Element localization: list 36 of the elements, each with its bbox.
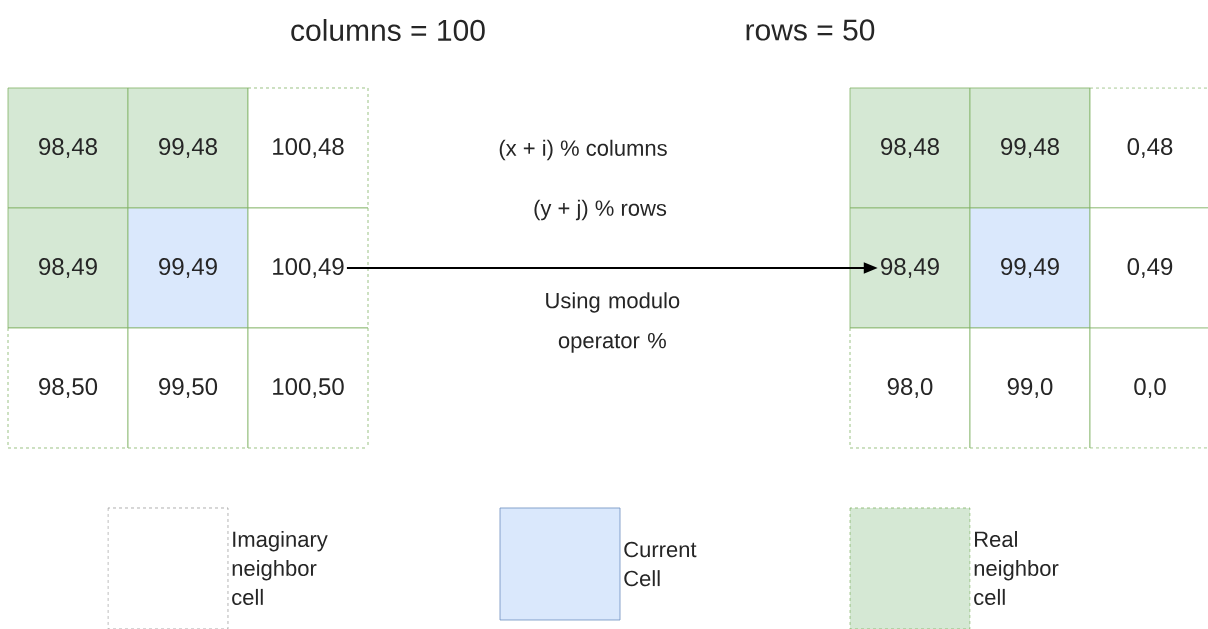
table-cell: 100,48 xyxy=(247,87,369,209)
formula-text: (y + j) % rows xyxy=(534,199,667,221)
formula-text: (x + i) % columns xyxy=(499,139,667,161)
heading: rows = 50 xyxy=(746,19,875,41)
table-cell: 99,48 xyxy=(969,87,1091,209)
node-label: 100,49 xyxy=(273,258,344,278)
heading: columns = 100 xyxy=(291,19,485,41)
node-label: 0,48 xyxy=(1127,138,1173,158)
table-cell: 100,50 xyxy=(247,327,369,449)
table-cell: 98,48 xyxy=(7,87,129,209)
table-cell: 0,49 xyxy=(1089,207,1208,329)
node-label: 98,50 xyxy=(39,378,98,398)
table-cell: 98,49 xyxy=(7,207,129,329)
table-cell: 0,0 xyxy=(1089,327,1208,449)
table-cell: 98,49 xyxy=(849,207,971,329)
table-cell: 0,48 xyxy=(1089,87,1208,209)
node-label: 99,0 xyxy=(1007,378,1053,398)
node-label: 100,48 xyxy=(273,138,344,158)
table-cell: 98,48 xyxy=(849,87,971,209)
table-cell: 99,0 xyxy=(969,327,1091,449)
table-cell: 100,49 xyxy=(247,207,369,329)
table-cell: 99,48 xyxy=(127,87,249,209)
node-label: 98,48 xyxy=(39,138,97,158)
legend-label: Real neighbor cell xyxy=(974,530,1059,606)
table-cell: 99,49 xyxy=(127,207,249,329)
node-label: 99,50 xyxy=(159,378,218,398)
legend-label: Imaginary neighbor cell xyxy=(232,530,328,606)
node-label: 98,0 xyxy=(887,378,933,398)
table-cell: 99,49 xyxy=(969,207,1091,329)
table-cell: 98,0 xyxy=(849,327,971,449)
node-label: 0,49 xyxy=(1127,258,1173,278)
node-label: 98,48 xyxy=(881,138,939,158)
legend-label: Current Cell xyxy=(624,541,697,587)
edge-label: Using modulo operator % xyxy=(546,292,680,353)
table-cell: 98,50 xyxy=(7,327,129,449)
table-cell: 99,50 xyxy=(127,327,249,449)
